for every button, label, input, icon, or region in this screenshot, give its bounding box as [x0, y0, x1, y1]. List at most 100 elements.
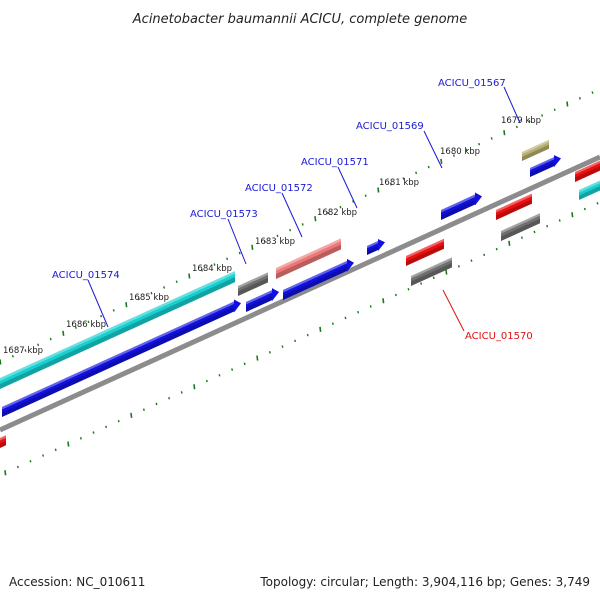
outer-tick [352, 200, 355, 203]
feature-ACICU_01574-cyan [0, 271, 235, 389]
leader-ACICU_01574 [87, 279, 109, 328]
feature-ACICU_01574 [2, 299, 241, 417]
outer-tick [503, 130, 506, 136]
gene-labels: ACICU_01567 ACICU_01569 ACICU_01571 ACIC… [52, 78, 533, 342]
feature-ACICU_01573-grey [238, 272, 268, 296]
inner-tick [180, 391, 183, 394]
outer-tick [528, 119, 531, 123]
inner-tick [558, 219, 561, 222]
inner-tick [457, 265, 460, 268]
inner-tick [596, 201, 599, 205]
tick-label-1685: 1685 kbp [129, 293, 169, 303]
outer-tick [339, 205, 342, 209]
tick-label-1687: 1687 kbp [3, 346, 43, 356]
gene-label-ACICU_01573: ACICU_01573 [190, 209, 258, 220]
inner-tick [243, 362, 246, 366]
inner-tick [294, 339, 297, 343]
inner-tick [67, 441, 70, 447]
outer-tick [415, 171, 418, 175]
outer-tick [251, 244, 254, 250]
inner-tick [155, 402, 158, 406]
outer-tick [452, 154, 455, 157]
outer-tick [402, 177, 405, 180]
inner-tick [168, 396, 171, 400]
inner-tick [92, 431, 95, 434]
map-title: Acinetobacter baumannii ACICU, complete … [132, 12, 467, 27]
feature-ACICU_01572 [283, 258, 354, 300]
accession-text: Accession: NC_010611 [9, 575, 145, 589]
leader-ACICU_01571 [337, 166, 358, 209]
outer-tick [289, 228, 292, 232]
inner-tick [520, 236, 523, 239]
inner-tick [583, 207, 586, 211]
outer-tick [49, 337, 52, 341]
outer-tick [24, 349, 27, 352]
outer-tick [490, 137, 493, 140]
outer-tick [591, 91, 594, 94]
inner-tick [483, 253, 486, 257]
outer-tick [125, 302, 128, 308]
inner-tick [130, 412, 133, 418]
topology-text: Topology: circular; Length: 3,904,116 bp… [259, 575, 590, 589]
gene-label-ACICU_01567: ACICU_01567 [438, 78, 506, 89]
leader-ACICU_01567 [503, 86, 521, 124]
outer-tick [465, 148, 468, 152]
feature-red-2 [496, 193, 532, 220]
inner-tick [16, 465, 19, 469]
inner-tick [319, 326, 322, 332]
outer-tick [276, 234, 279, 238]
feature-grey-2 [501, 213, 540, 241]
inner-tick [231, 368, 234, 371]
outer-tick [326, 211, 329, 215]
feature-ACICU_01571 [367, 238, 385, 255]
outer-tick [515, 125, 518, 129]
tick-label-1680: 1680 kbp [440, 147, 480, 157]
inner-tick [117, 419, 120, 423]
outer-tick [377, 187, 380, 193]
outer-tick [226, 257, 229, 261]
outer-tick [11, 354, 14, 358]
inner-tick [344, 316, 347, 320]
inner-tick [256, 355, 259, 361]
outer-tick [100, 314, 103, 318]
outer-tick [427, 165, 430, 169]
inner-tick [4, 470, 7, 476]
inner-tick [218, 373, 221, 377]
inner-tick [533, 230, 536, 234]
gene-label-ACICU_01572: ACICU_01572 [245, 183, 313, 194]
outer-tick [74, 326, 77, 329]
inner-tick [495, 247, 498, 251]
outer-tick [188, 273, 191, 279]
tick-label-1681: 1681 kbp [379, 178, 419, 188]
outer-tick [238, 251, 241, 255]
outer-tick [213, 263, 216, 266]
outer-tick [112, 309, 115, 312]
inner-tick [142, 408, 145, 411]
inner-tick [571, 212, 574, 218]
outer-tick [200, 268, 203, 272]
feature-ACICU_01569 [441, 192, 482, 220]
outer-tick [263, 240, 266, 243]
outer-tick [541, 114, 544, 117]
inner-tick [445, 269, 448, 275]
outer-tick [0, 359, 2, 365]
outer-tick [364, 194, 367, 198]
outer-tick [37, 343, 40, 347]
tick-label-1686: 1686 kbp [66, 320, 106, 330]
outer-tick-ring [0, 91, 594, 365]
gene-features [0, 139, 600, 448]
feature-cyan-3 [579, 180, 600, 200]
inner-tick [54, 448, 57, 452]
inner-tick [382, 298, 385, 304]
inner-tick [357, 310, 360, 314]
inner-tick [281, 345, 284, 348]
inner-tick [394, 293, 397, 297]
leader-ACICU_01572 [281, 192, 303, 238]
feature-ACICU_01567 [530, 155, 561, 177]
inner-tick [79, 437, 82, 440]
inner-tick [420, 282, 423, 285]
leader-ACICU_01570 [442, 289, 465, 332]
inner-tick [369, 305, 372, 308]
gene-label-ACICU_01571: ACICU_01571 [301, 157, 369, 168]
inner-tick [432, 276, 435, 280]
